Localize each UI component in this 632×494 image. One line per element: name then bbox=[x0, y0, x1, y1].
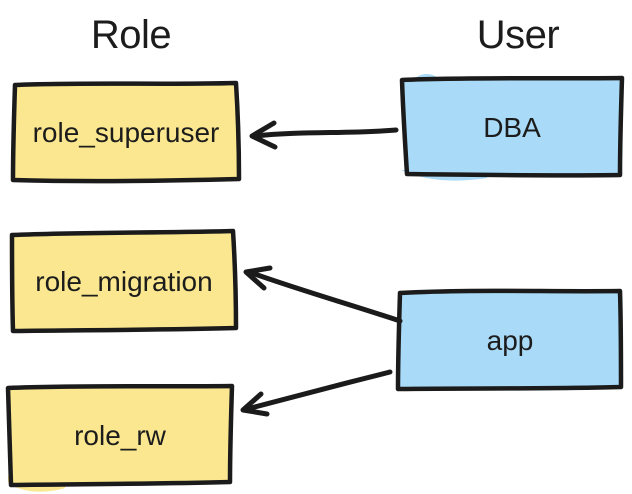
column-title-role: Role bbox=[91, 13, 171, 57]
role-superuser-box bbox=[10, 80, 242, 184]
arrow-head bbox=[240, 391, 270, 417]
arrow-line bbox=[246, 269, 403, 324]
role-superuser-label: role_superuser bbox=[33, 117, 220, 148]
role-migration-label: role_migration bbox=[35, 266, 212, 297]
arrow-dba-to-role-superuser bbox=[249, 120, 399, 150]
node-user-app: app bbox=[395, 288, 624, 392]
arrow-head bbox=[243, 265, 273, 291]
node-role-migration: role_migration bbox=[9, 228, 239, 334]
arrow-app-to-role-rw bbox=[240, 369, 393, 417]
dba-label: DBA bbox=[483, 112, 541, 143]
arrow-line bbox=[253, 127, 399, 139]
app-box bbox=[395, 288, 624, 392]
role-rw-label: role_rw bbox=[74, 420, 167, 451]
arrow-line bbox=[244, 369, 393, 412]
role-rw-box bbox=[5, 383, 235, 488]
node-role-rw: role_rw bbox=[5, 383, 235, 488]
app-label: app bbox=[487, 325, 534, 356]
node-user-dba: DBA bbox=[399, 75, 625, 178]
node-role-superuser: role_superuser bbox=[10, 80, 242, 184]
arrow-app-to-role-migration bbox=[243, 265, 403, 324]
column-title-user: User bbox=[477, 13, 560, 57]
role-migration-box bbox=[9, 228, 239, 334]
arrow-head bbox=[249, 120, 278, 150]
dba-box bbox=[399, 75, 625, 178]
